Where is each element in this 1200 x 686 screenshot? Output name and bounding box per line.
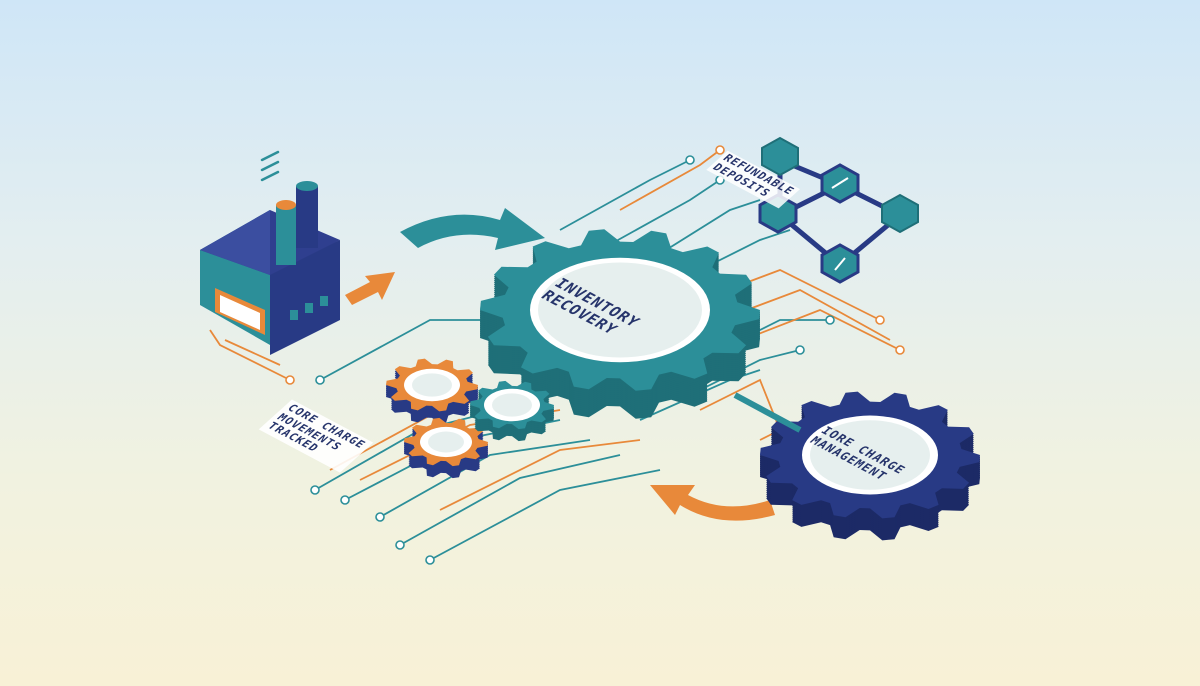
- arrow-icon: [650, 485, 775, 521]
- gear-connector: [733, 392, 802, 433]
- network-node-icon: [761, 136, 799, 177]
- network-node-icon: [881, 193, 919, 234]
- arrow-icon: [345, 272, 395, 305]
- network-diagram: [758, 136, 919, 284]
- arrow-icon: [400, 208, 545, 250]
- network-node-icon: [820, 243, 860, 284]
- network-node-icon: [820, 163, 860, 204]
- factory-icon: [200, 150, 340, 355]
- gear-small-teal: [470, 380, 554, 442]
- gear-small-orange-2: [404, 417, 488, 479]
- gear-inventory-recovery: [480, 229, 760, 419]
- gear-core-charge-management: [760, 391, 980, 541]
- gear-small-orange-1: [386, 358, 478, 424]
